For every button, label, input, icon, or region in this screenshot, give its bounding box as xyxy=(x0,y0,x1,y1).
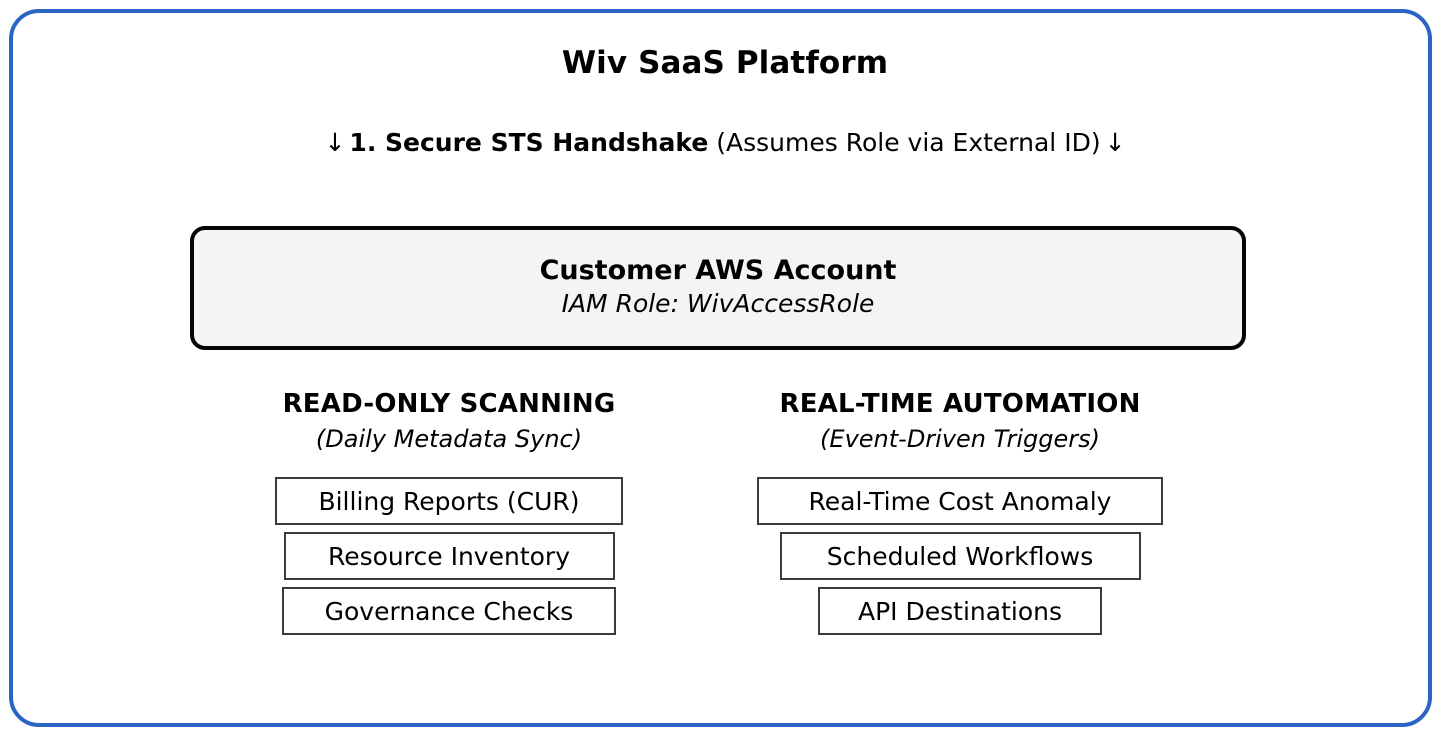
arrow-down-right-icon: ↓ xyxy=(1104,128,1126,157)
column-subtitle-real-time-automation: (Event-Driven Triggers) xyxy=(820,424,1100,453)
column-subtitle-read-only-scanning: (Daily Metadata Sync) xyxy=(315,424,583,453)
list-item: Real-Time Cost Anomaly xyxy=(757,477,1163,526)
column-title-real-time-automation: REAL-TIME AUTOMATION xyxy=(779,389,1141,419)
list-item: Scheduled Workflows xyxy=(779,532,1141,581)
customer-account-title: Customer AWS Account xyxy=(539,255,897,287)
arrow-down-left-icon: ↓ xyxy=(324,128,346,157)
real-time-automation-column: REAL-TIME AUTOMATION (Event-Driven Trigg… xyxy=(710,389,1210,636)
customer-account-iam-role: IAM Role: WivAccessRole xyxy=(561,289,875,319)
list-item: Billing Reports (CUR) xyxy=(275,477,623,526)
read-only-scanning-items: Billing Reports (CUR) Resource Inventory… xyxy=(199,477,699,636)
column-title-read-only-scanning: READ-ONLY SCANNING xyxy=(282,389,616,419)
customer-aws-account-box: Customer AWS Account IAM Role: WivAccess… xyxy=(190,226,1246,350)
sts-handshake-step: ↓1. Secure STS Handshake (Assumes Role v… xyxy=(0,128,1450,157)
saas-platform-frame xyxy=(9,9,1432,727)
list-item: API Destinations xyxy=(818,587,1102,636)
real-time-automation-items: Real-Time Cost Anomaly Scheduled Workflo… xyxy=(710,477,1210,636)
read-only-scanning-column: READ-ONLY SCANNING (Daily Metadata Sync)… xyxy=(199,389,699,636)
list-item: Resource Inventory xyxy=(283,532,615,581)
handshake-step-label: 1. Secure STS Handshake xyxy=(349,128,709,157)
page-title: Wiv SaaS Platform xyxy=(561,45,889,81)
list-item: Governance Checks xyxy=(282,587,616,636)
handshake-step-note: (Assumes Role via External ID) xyxy=(716,128,1101,157)
